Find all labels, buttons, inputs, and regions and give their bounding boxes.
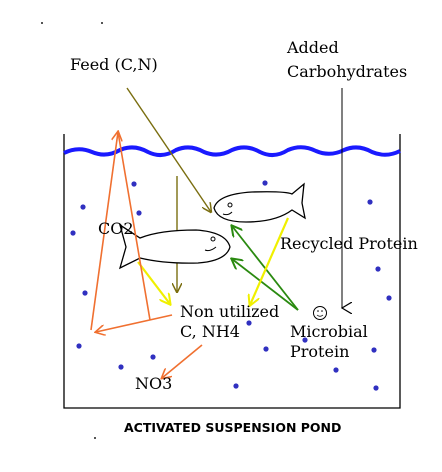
label-protein: Protein — [290, 342, 349, 361]
bubble-icon — [70, 230, 76, 236]
water-surface — [63, 145, 401, 157]
bubble-icon — [246, 320, 252, 326]
uptake-arrow-right — [250, 217, 290, 305]
bubble-icon — [82, 290, 88, 296]
fish-icon — [213, 182, 306, 223]
bubble-icon — [375, 266, 381, 272]
bubble-icon — [118, 364, 124, 370]
label-recycled-protein: Recycled Protein — [280, 234, 418, 253]
label-c-nh4: C, NH4 — [180, 322, 240, 341]
bubble-icon — [333, 367, 339, 373]
pond-basin — [63, 134, 401, 409]
co2-arrow-down — [117, 131, 151, 321]
bubble-icon — [76, 343, 82, 349]
bubble-icon — [233, 383, 239, 389]
recycle-arrow-fish — [232, 259, 299, 311]
speck — [41, 22, 43, 24]
label-microbial: Microbial — [290, 322, 368, 341]
nitrogen-arrow-no3 — [162, 344, 203, 378]
label-feed: Feed (C,N) — [70, 55, 158, 74]
speck — [101, 22, 103, 24]
bubble-icon — [150, 354, 156, 360]
microbe-icon — [313, 306, 327, 320]
bubble-icon — [371, 347, 377, 353]
label-co2: CO2 — [98, 219, 134, 238]
label-no3: NO3 — [135, 374, 172, 393]
diagram-title: ACTIVATED SUSPENSION POND — [124, 420, 341, 435]
label-non-utilized: Non utilized — [180, 302, 279, 321]
speck — [94, 437, 96, 439]
bubble-icon — [80, 204, 86, 210]
bubble-icon — [131, 181, 137, 187]
bubble-icon — [262, 180, 268, 186]
bubble-icon — [367, 199, 373, 205]
label-carbohydrates: Carbohydrates — [287, 62, 407, 81]
co2-arrow-up — [90, 132, 118, 331]
bubble-icon — [386, 295, 392, 301]
label-added: Added — [286, 38, 339, 57]
bubble-icon — [373, 385, 379, 391]
bubbles — [70, 180, 392, 391]
bubble-icon — [263, 346, 269, 352]
feed-arrow-to-fish — [126, 87, 211, 212]
fish-icon — [118, 223, 231, 270]
uptake-arrow-left — [137, 261, 170, 304]
bubble-icon — [136, 210, 142, 216]
nitrogen-arrow-left — [96, 314, 173, 332]
bubble-icon — [302, 337, 308, 343]
